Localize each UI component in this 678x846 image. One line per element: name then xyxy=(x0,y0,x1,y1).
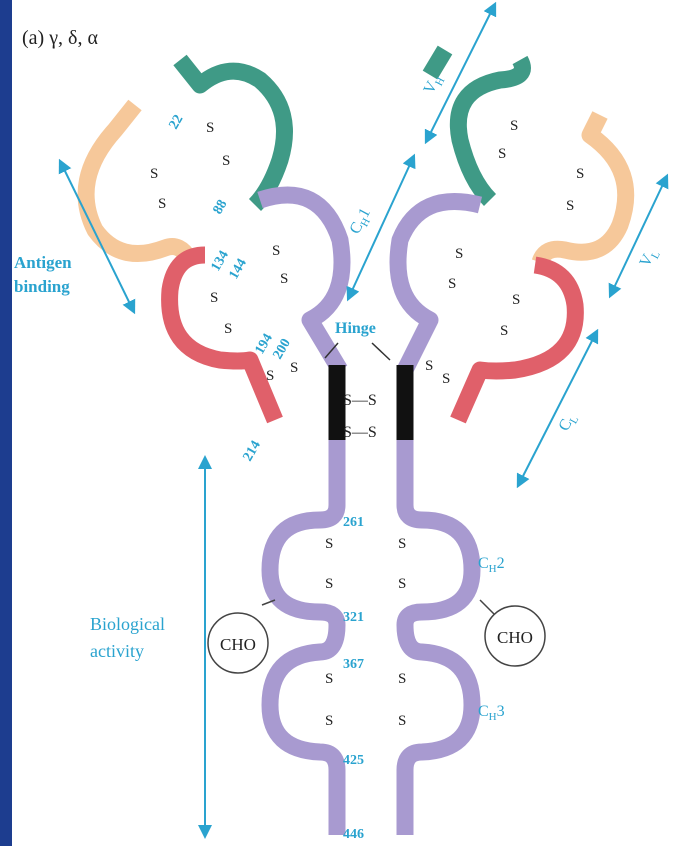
residue-144: 144 xyxy=(226,256,249,282)
residue-261: 261 xyxy=(343,515,364,530)
hinge-label: Hinge xyxy=(335,320,376,337)
bond-s: S xyxy=(266,368,274,384)
bond-s: S xyxy=(206,120,214,136)
svg-text:CL: CL xyxy=(556,410,582,435)
svg-text:VL: VL xyxy=(637,246,663,272)
bond-s: S xyxy=(325,536,333,552)
bond-s: S xyxy=(290,360,298,376)
left-fc-chain xyxy=(270,440,337,835)
svg-text:CH1: CH1 xyxy=(347,205,377,238)
cl-label: CL xyxy=(556,410,582,435)
bond-s: S xyxy=(158,196,166,212)
bond-s: S xyxy=(222,153,230,169)
bond-s: S xyxy=(398,671,406,687)
right-vh-tail xyxy=(430,50,445,75)
right-cl-domain xyxy=(458,265,575,420)
bond-s: S xyxy=(448,276,456,292)
bond-s: S xyxy=(325,671,333,687)
bond-s: S xyxy=(500,323,508,339)
diagram-title: (a) γ, δ, α xyxy=(22,27,98,49)
bond-s: S xyxy=(398,576,406,592)
bond-s: S xyxy=(150,166,158,182)
biological-activity-line2: activity xyxy=(90,641,144,661)
bond-s: S xyxy=(398,713,406,729)
bond-s: S xyxy=(512,292,520,308)
ch3-label: CH3 xyxy=(478,703,505,723)
right-vl-domain xyxy=(540,115,626,262)
hinge-bond-upper: S—S xyxy=(343,392,377,409)
antigen-binding-line2: binding xyxy=(14,277,70,296)
cho-right-label: CHO xyxy=(497,628,533,647)
residue-446: 446 xyxy=(343,827,364,842)
bond-s: S xyxy=(455,246,463,262)
left-vh-domain xyxy=(180,60,285,205)
bond-s: S xyxy=(510,118,518,134)
bond-s: S xyxy=(442,371,450,387)
bond-s: S xyxy=(398,536,406,552)
cho-left-label: CHO xyxy=(220,635,256,654)
bond-s: S xyxy=(224,321,232,337)
bond-s: S xyxy=(566,198,574,214)
bond-s: S xyxy=(272,243,280,259)
residue-22: 22 xyxy=(166,112,186,132)
ch2-label: CH2 xyxy=(478,555,505,575)
bond-s: S xyxy=(425,358,433,374)
residue-367: 367 xyxy=(343,657,364,672)
vl-label: VL xyxy=(637,246,663,272)
bond-s: S xyxy=(325,713,333,729)
hinge-bond-lower: S—S xyxy=(343,424,377,441)
bond-s: S xyxy=(325,576,333,592)
biological-activity-line1: Biological xyxy=(90,614,165,634)
bond-s: S xyxy=(576,166,584,182)
residue-321: 321 xyxy=(343,610,364,625)
residue-425: 425 xyxy=(343,753,364,768)
right-ch1-domain xyxy=(398,202,480,370)
bond-s: S xyxy=(280,271,288,287)
right-fc-chain xyxy=(405,440,472,835)
residue-214: 214 xyxy=(240,438,263,464)
bond-s: S xyxy=(498,146,506,162)
residue-88: 88 xyxy=(210,197,230,217)
antigen-binding-arrow xyxy=(62,165,132,308)
ch1-label: CH1 xyxy=(347,205,377,238)
antigen-binding-line1: Antigen xyxy=(14,253,72,272)
bond-s: S xyxy=(210,290,218,306)
